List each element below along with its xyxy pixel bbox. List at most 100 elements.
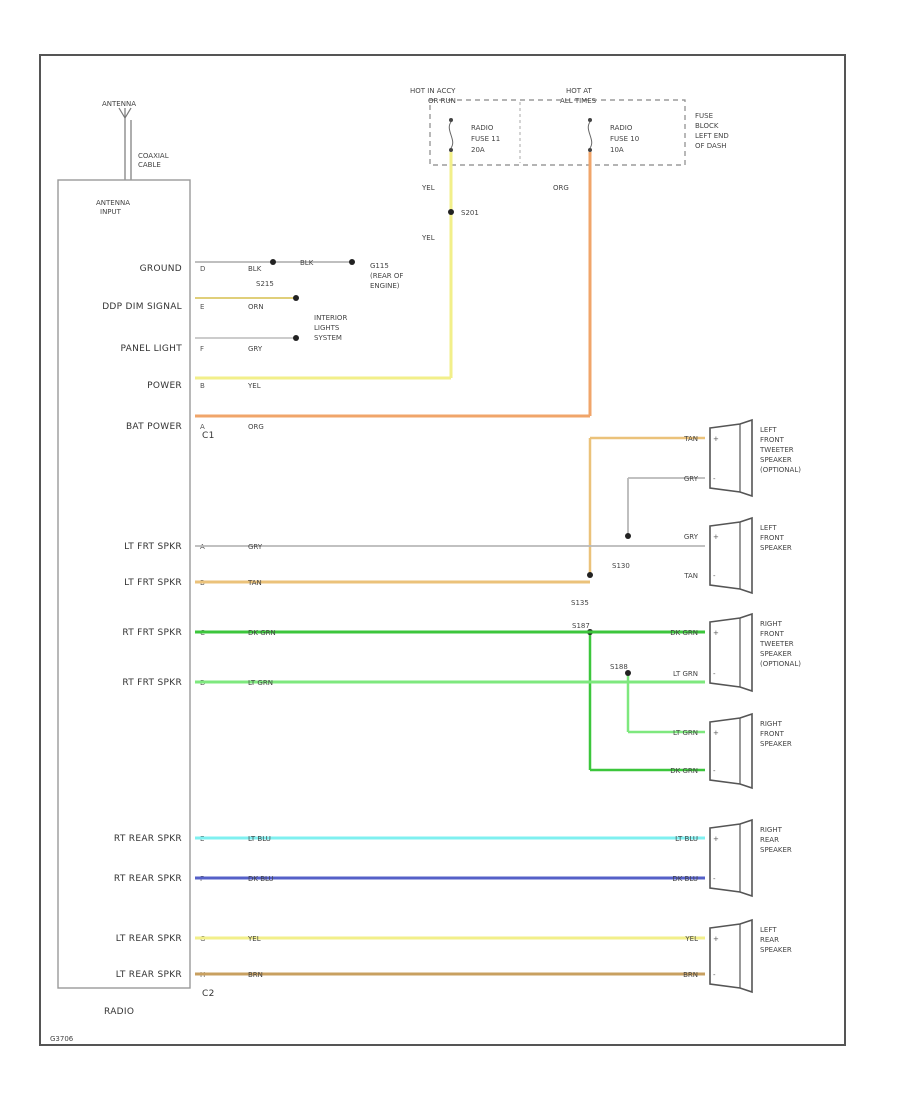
pin-letter-label: B [200, 382, 205, 390]
interior-label-1: INTERIOR [314, 314, 347, 322]
wire-color-label: YEL [684, 935, 698, 943]
fuse-block-box [429, 99, 686, 166]
g115-label-2: (REAR OF [370, 272, 403, 280]
wire-color-label: LT BLU [675, 835, 698, 843]
speaker-name-label: TWEETER [759, 446, 794, 454]
fuse-11-icon [448, 118, 454, 152]
hot-all-label-2: ALL TIMES [560, 97, 597, 105]
fuse-block-label-3: LEFT END [695, 132, 729, 140]
wire-color-label: GRY [684, 533, 699, 541]
wire-color-label: YEL [247, 935, 261, 943]
wire-color-label: DK GRN [670, 767, 698, 775]
antenna-input-label-2: INPUT [100, 208, 122, 216]
wire-color-label: ORG [248, 423, 264, 431]
speaker-icon [709, 918, 753, 994]
speaker-name-label: SPEAKER [760, 456, 792, 464]
wire-color-label: GRY [684, 475, 699, 483]
s130-label: S130 [612, 562, 630, 570]
footer-code: G3706 [50, 1035, 74, 1043]
speaker-pin-label: + [713, 729, 719, 737]
speaker-pin-label: + [713, 935, 719, 943]
radio-label: RADIO [104, 1007, 134, 1017]
hot-acc-label-1: HOT IN ACCY [410, 87, 456, 95]
wire-color-label: BLK [248, 265, 262, 273]
pin-letter-label: E [200, 303, 204, 311]
pin-name-label: LT FRT SPKR [124, 542, 182, 552]
speaker-name-label: REAR [760, 836, 779, 844]
antenna-label: ANTENNA [102, 100, 136, 108]
fuse-10-icon [587, 118, 593, 152]
coax-label-2: CABLE [138, 161, 161, 169]
wire-color-label: TAN [247, 579, 262, 587]
speaker-name-label: SPEAKER [760, 650, 792, 658]
pin-name-label: RT FRT SPKR [122, 678, 182, 688]
pin-name-label: PANEL LIGHT [120, 344, 182, 354]
g115-label-3: ENGINE) [370, 282, 400, 290]
pin-letter-label: A [200, 423, 205, 431]
coax-label-1: COAXIAL [138, 152, 169, 160]
speaker-name-label: (OPTIONAL) [760, 466, 801, 474]
speaker-pin-label: - [713, 475, 716, 483]
wire-color-label: BLK [300, 259, 314, 267]
wire-color-label: DK GRN [670, 629, 698, 637]
speaker-icon [709, 818, 753, 898]
c2-label: C2 [202, 989, 215, 999]
wire-color-label: LT GRN [673, 670, 698, 678]
fuse11-label-3: 20A [471, 146, 485, 154]
fuse-block-label-2: BLOCK [695, 122, 719, 130]
speaker-pin-label: - [713, 670, 716, 678]
speaker-pin-label: + [713, 629, 719, 637]
pin-name-label: LT FRT SPKR [124, 578, 182, 588]
pin-name-label: RT REAR SPKR [114, 834, 182, 844]
radio-box [57, 179, 191, 989]
pin-name-label: LT REAR SPKR [116, 970, 182, 980]
speaker-pin-label: - [713, 875, 716, 883]
pin-name-label: RT FRT SPKR [122, 628, 182, 638]
speaker-pin-label: - [713, 971, 716, 979]
wire-color-label: GRY [248, 345, 263, 353]
s187-label: S187 [572, 622, 590, 630]
speaker-name-label: REAR [760, 936, 779, 944]
pin-name-label: BAT POWER [126, 422, 182, 432]
speaker-icon [709, 712, 753, 790]
speaker-name-label: TWEETER [759, 640, 794, 648]
speaker-pin-label: - [713, 572, 716, 580]
speaker-name-label: SPEAKER [760, 544, 792, 552]
g115-label-1: G115 [370, 262, 389, 270]
s201-label: S201 [461, 209, 479, 217]
speaker-icon [709, 516, 753, 595]
pin-name-label: GROUND [140, 264, 182, 274]
speaker-pin-label: + [713, 835, 719, 843]
hot-acc-label-2: OR RUN [428, 97, 456, 105]
speaker-name-label: LEFT [760, 926, 777, 934]
speaker-name-label: (OPTIONAL) [760, 660, 801, 668]
antenna-icon [118, 107, 132, 180]
wire-color-label: TAN [683, 572, 698, 580]
pin-name-label: RT REAR SPKR [114, 874, 182, 884]
pin-name-label: POWER [147, 381, 182, 391]
speaker-name-label: RIGHT [760, 826, 783, 834]
speaker-name-label: RIGHT [760, 620, 783, 628]
speaker-name-label: SPEAKER [760, 846, 792, 854]
fuse11-label-2: FUSE 11 [471, 135, 500, 143]
speaker-name-label: LEFT [760, 524, 777, 532]
speaker-name-label: FRONT [760, 534, 785, 542]
fuse10-label-3: 10A [610, 146, 624, 154]
fuse11-label-1: RADIO [471, 124, 494, 132]
s188-label: S188 [610, 663, 628, 671]
pin-name-label: LT REAR SPKR [116, 934, 182, 944]
antenna-input-label-1: ANTENNA [96, 199, 130, 207]
wire-color-label: LT BLU [248, 835, 271, 843]
s135-label: S135 [571, 599, 589, 607]
speaker-name-label: SPEAKER [760, 946, 792, 954]
speaker-icon [709, 612, 753, 693]
fuse-block-label-4: OF DASH [695, 142, 727, 150]
speaker-name-label: FRONT [760, 730, 785, 738]
pin-name-label: DDP DIM SIGNAL [102, 302, 182, 312]
yel-label-2: YEL [421, 234, 435, 242]
pin-letter-label: F [200, 345, 204, 353]
speakers: + TAN - GRY LEFT FRONT TWEETER SPEAKER (OPTIONAL… [670, 418, 801, 994]
wire-color-label: GRY [248, 543, 263, 551]
